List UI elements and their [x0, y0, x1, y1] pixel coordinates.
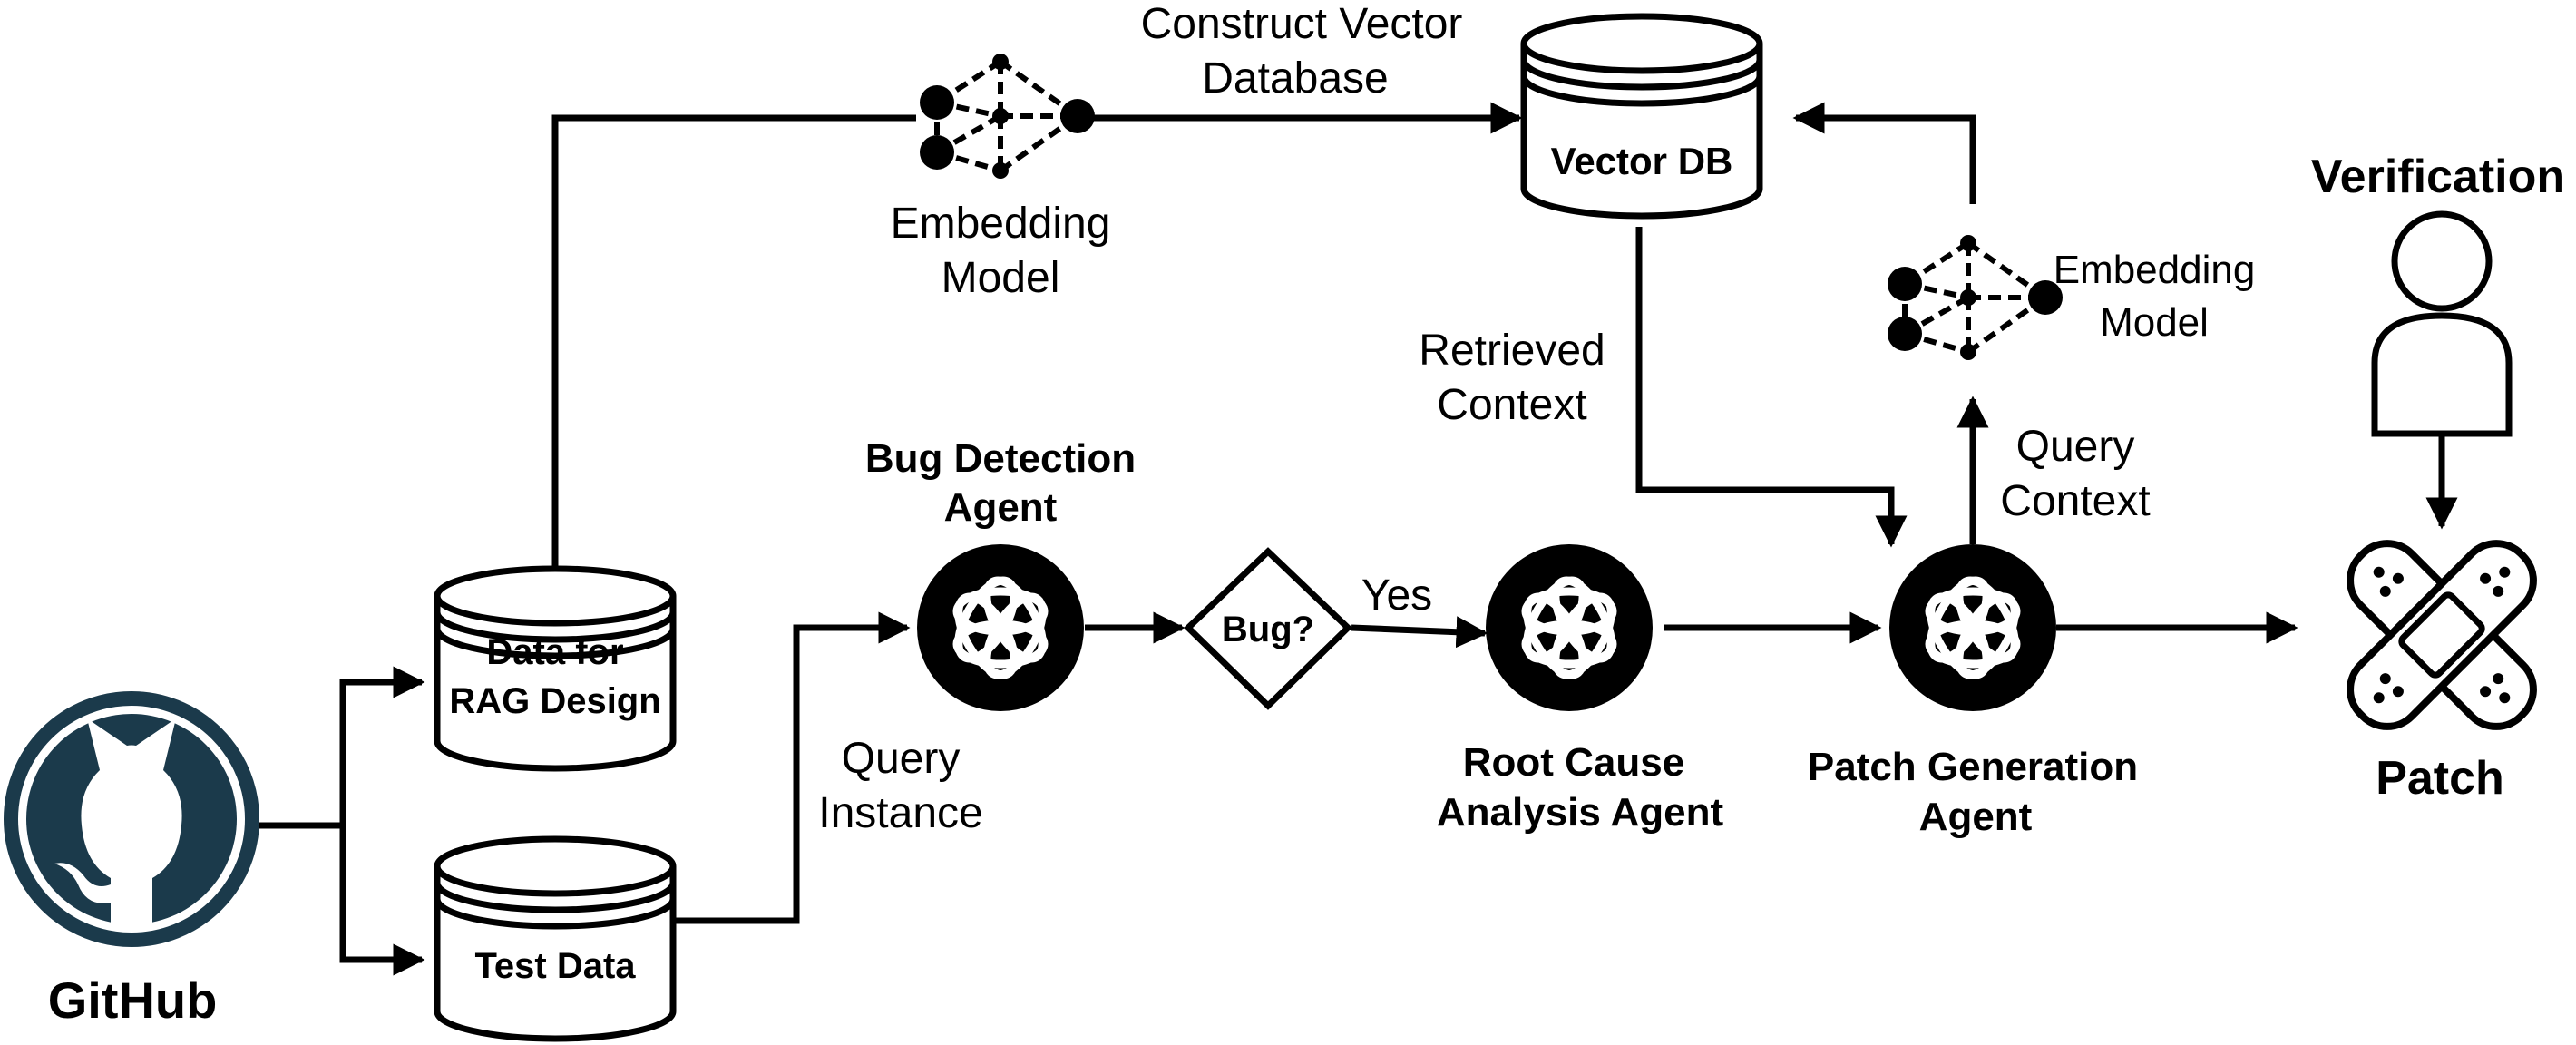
query-instance-label-line1: Query	[842, 735, 961, 783]
query-instance-label-line2: Instance	[818, 789, 982, 837]
retrieved-label-line1: Retrieved	[1419, 327, 1605, 375]
bug-detection-agent: Bug Detection Agent	[865, 436, 1136, 711]
embedding-model-right: Embedding Model	[1888, 235, 2255, 360]
patch-node: Patch	[2347, 540, 2537, 805]
openai-agent-icon	[1889, 544, 2056, 711]
edge-retrieved-context	[1635, 227, 1908, 548]
query-context-label-line2: Context	[2000, 477, 2150, 525]
patch-label: Patch	[2376, 752, 2504, 805]
edge-rag-to-embedding	[551, 114, 916, 567]
embedding-right-label-line1: Embedding	[2054, 248, 2256, 292]
embedding-model-icon	[1888, 235, 2063, 360]
rag-data-label-line2: RAG Design	[449, 681, 660, 721]
yes-label: Yes	[1361, 571, 1432, 620]
verification-label: Verification	[2311, 151, 2565, 203]
openai-agent-icon	[1486, 544, 1653, 711]
database-icon	[1524, 16, 1760, 216]
edge-decision-to-rca	[1351, 616, 1488, 649]
vector-db-database: Vector DB	[1524, 16, 1760, 216]
bug-agent-label-line1: Bug Detection	[865, 436, 1136, 481]
vector-db-label: Vector DB	[1551, 140, 1733, 182]
test-data-database: Test Data	[437, 839, 673, 1039]
test-data-label: Test Data	[474, 946, 636, 986]
construct-label-line2: Database	[1202, 54, 1388, 103]
github-icon	[4, 691, 259, 947]
bandage-patch-icon	[2347, 540, 2537, 730]
openai-agent-icon	[917, 544, 1084, 711]
rag-data-label-line1: Data for	[486, 632, 623, 672]
github-node: GitHub	[4, 691, 259, 1029]
github-label: GitHub	[48, 972, 218, 1029]
embedding-top-label-line1: Embedding	[891, 200, 1111, 248]
bug-decision: Bug?	[1183, 547, 1353, 710]
edge-github-to-test	[339, 825, 425, 976]
retrieved-label-line2: Context	[1437, 381, 1586, 429]
root-cause-analysis-agent: Root Cause Analysis Agent	[1437, 544, 1724, 835]
rag-data-database: Data for RAG Design	[437, 569, 673, 768]
database-icon	[437, 839, 673, 1039]
user-icon	[2371, 210, 2513, 437]
patch-generation-agent: Patch Generation Agent	[1808, 544, 2138, 839]
construct-label-line1: Construct Vector	[1141, 0, 1463, 48]
rca-label-line2: Analysis Agent	[1437, 790, 1724, 835]
verification-node: Verification	[2311, 151, 2565, 437]
embedding-top-label-line2: Model	[942, 254, 1060, 302]
rca-label-line1: Root Cause	[1463, 740, 1684, 785]
edge-embedding-right-to-vectordb	[1792, 102, 1976, 204]
patch-agent-label-line2: Agent	[1919, 795, 2033, 839]
patch-agent-label-line1: Patch Generation	[1808, 745, 2138, 789]
bug-agent-label-line2: Agent	[944, 485, 1058, 530]
edge-github-to-rag	[339, 666, 425, 825]
embedding-right-label-line2: Model	[2100, 300, 2209, 345]
query-context-label-line1: Query	[2016, 423, 2135, 471]
edge-test-to-bug-agent	[676, 611, 911, 924]
embedding-model-top: Embedding Model	[891, 45, 1111, 302]
bug-decision-label: Bug?	[1222, 610, 1314, 649]
